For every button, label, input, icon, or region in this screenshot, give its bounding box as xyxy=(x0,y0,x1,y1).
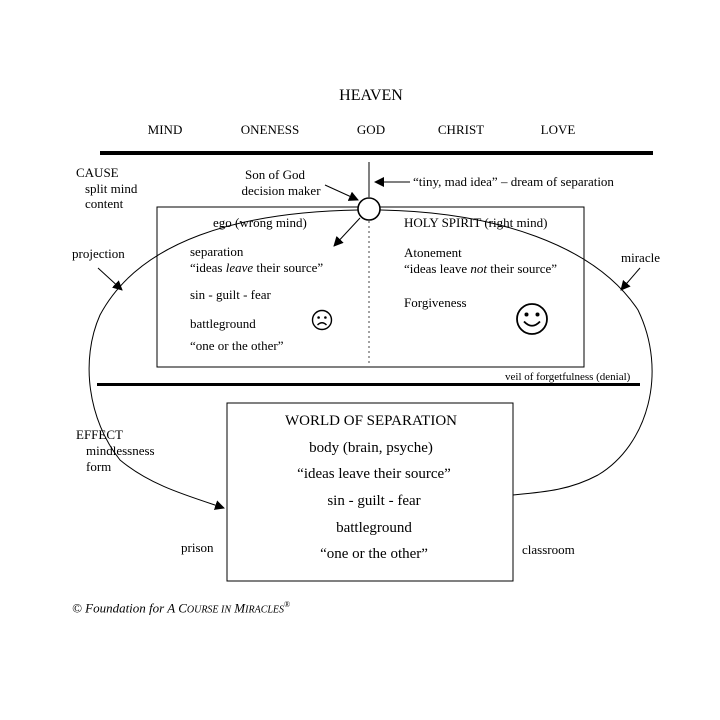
effect-form: form xyxy=(86,459,112,474)
ego-arrow xyxy=(333,217,361,247)
world-sin-guilt-fear: sin - guilt - fear xyxy=(327,493,421,509)
holy-spirit-header: HOLY SPIRIT (right mind) xyxy=(404,215,548,230)
world-battleground: battleground xyxy=(336,520,412,536)
ego-one-or-other: “one or the other” xyxy=(190,338,284,353)
miracle-arrow xyxy=(620,267,641,291)
son-arrow xyxy=(324,184,359,201)
holy-spirit-atonement: Atonement xyxy=(404,245,462,260)
ego-ideas-leave: “ideas leave their source” xyxy=(190,260,324,275)
effect-mindlessness: mindlessness xyxy=(86,443,155,458)
holy-spirit-ideas-not-leave: “ideas leave not their source” xyxy=(404,261,558,276)
attribute-christ: CHRIST xyxy=(437,122,485,137)
attribute-oneness: ONENESS xyxy=(240,122,300,137)
miracle-label: miracle xyxy=(621,250,660,265)
world-title: WORLD OF SEPARATION xyxy=(285,413,457,429)
attribute-god: GOD xyxy=(356,122,386,137)
veil-line xyxy=(97,383,640,386)
projection-arrow xyxy=(97,267,123,291)
ego-battleground: battleground xyxy=(190,316,256,331)
left-loop xyxy=(88,209,359,510)
tiny-mad-idea-label: “tiny, mad idea” – dream of separation xyxy=(413,174,614,189)
right-loop xyxy=(379,209,653,496)
world-body: body (brain, psyche) xyxy=(309,440,433,456)
ego-header: ego (wrong mind) xyxy=(213,215,307,230)
frown-face-icon xyxy=(311,309,333,331)
world-ideas: “ideas leave their source” xyxy=(297,466,451,482)
holy-spirit-forgiveness: Forgiveness xyxy=(404,295,467,310)
smile-face-icon xyxy=(516,303,548,335)
decision-maker-circle xyxy=(357,197,381,221)
cause-content: content xyxy=(85,196,124,211)
projection-label: projection xyxy=(72,246,125,261)
ego-separation: separation xyxy=(190,244,244,259)
cause-title: CAUSE xyxy=(76,165,119,180)
world-one-or-other: “one or the other” xyxy=(320,546,428,562)
attribute-mind: MIND xyxy=(147,122,183,137)
prison-label: prison xyxy=(181,540,214,555)
world-box xyxy=(226,402,514,582)
cause-split-mind: split mind xyxy=(85,181,138,196)
ego-sin-guilt-fear: sin - guilt - fear xyxy=(190,287,271,302)
attribute-love: LOVE xyxy=(540,122,576,137)
veil-label: veil of forgetfulness (denial) xyxy=(505,371,631,383)
classroom-label: classroom xyxy=(522,542,575,557)
son-of-god-label: Son of God xyxy=(245,167,305,182)
heaven-title: HEAVEN xyxy=(339,87,403,104)
heaven-divider xyxy=(100,151,653,155)
effect-title: EFFECT xyxy=(76,427,123,442)
decision-maker-label: decision maker xyxy=(241,183,321,198)
copyright-notice: © Foundation for A COURSE IN MIRACLES® xyxy=(72,600,291,616)
